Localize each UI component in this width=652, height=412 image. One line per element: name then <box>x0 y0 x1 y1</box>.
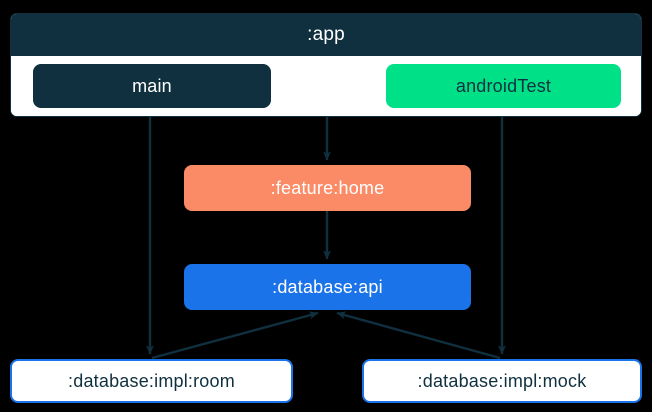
subgraph-app-title: :app <box>11 14 641 56</box>
node-database-api[interactable]: :database:api <box>184 264 471 310</box>
node-database-impl-mock[interactable]: :database:impl:mock <box>362 359 642 403</box>
subgraph-app-body: main androidTest <box>11 56 641 116</box>
node-feature-home[interactable]: :feature:home <box>184 165 471 211</box>
edge-database-impl-mock-to-database-api <box>336 311 501 360</box>
node-main[interactable]: main <box>33 64 271 108</box>
node-database-impl-room[interactable]: :database:impl:room <box>10 359 293 403</box>
node-android-test[interactable]: androidTest <box>386 64 621 108</box>
edge-database-impl-room-to-database-api <box>151 311 319 360</box>
subgraph-app[interactable]: :app main androidTest <box>10 13 642 117</box>
